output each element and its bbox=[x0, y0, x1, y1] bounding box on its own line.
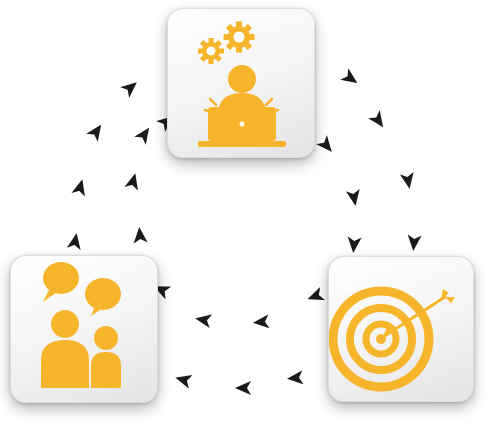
arrowhead-mark bbox=[195, 314, 213, 329]
work-tile bbox=[167, 8, 315, 158]
arrowhead-mark bbox=[307, 287, 325, 301]
arrowhead-mark bbox=[66, 233, 81, 251]
arrowhead-mark bbox=[120, 82, 137, 98]
arrowhead-mark bbox=[345, 188, 360, 206]
arrowhead-mark bbox=[153, 286, 172, 300]
arrowhead-mark bbox=[347, 236, 362, 253]
arrowhead-mark bbox=[399, 171, 414, 189]
two-people-with-speech-bubbles-icon bbox=[41, 262, 121, 388]
target-with-arrow-icon bbox=[329, 286, 455, 392]
arrowhead-mark bbox=[124, 173, 138, 191]
arrowhead-mark bbox=[134, 127, 150, 145]
arrowhead-mark bbox=[86, 124, 102, 142]
arrowhead-mark bbox=[175, 375, 193, 389]
arrowhead-mark bbox=[287, 370, 304, 385]
person-at-laptop-with-gears-icon bbox=[198, 21, 286, 147]
arrowhead-mark bbox=[368, 110, 384, 128]
arrowhead-mark bbox=[235, 381, 251, 395]
arrowhead-mark bbox=[316, 135, 332, 152]
arrowhead-mark bbox=[253, 314, 270, 329]
goal-tile bbox=[328, 256, 474, 402]
arrowhead-mark bbox=[71, 179, 85, 197]
arrowhead-mark bbox=[133, 227, 148, 244]
arrowhead-mark bbox=[340, 68, 358, 84]
arrowhead-mark bbox=[407, 234, 422, 251]
team-tile bbox=[10, 255, 158, 403]
